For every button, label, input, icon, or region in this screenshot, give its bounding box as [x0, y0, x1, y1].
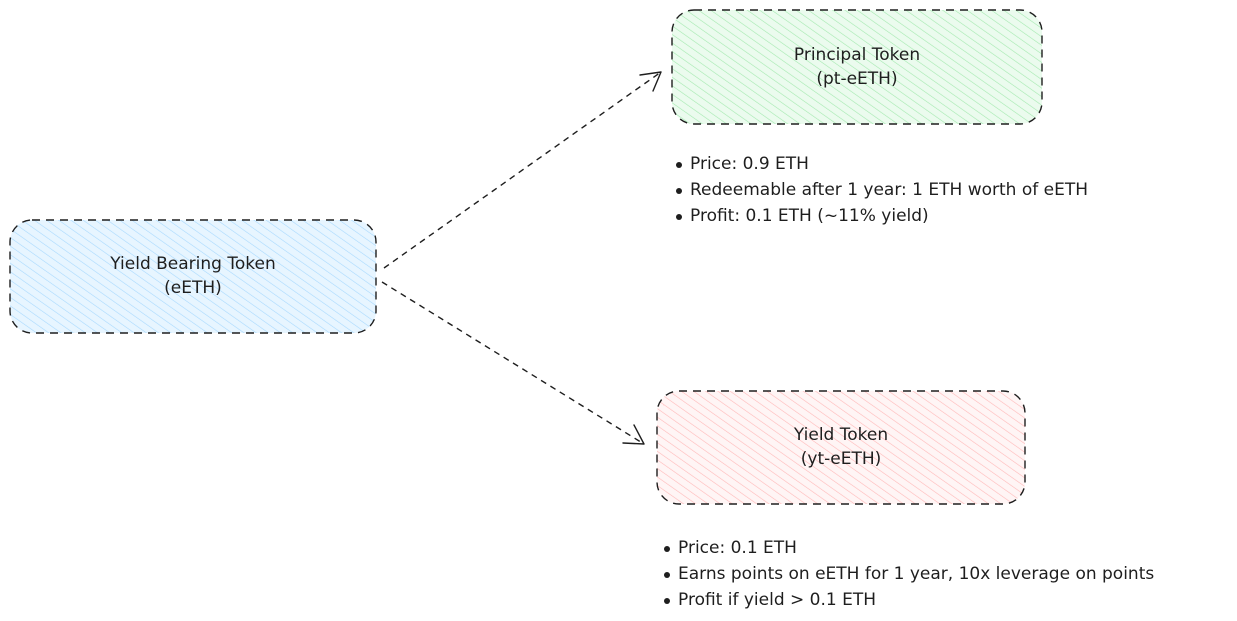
- node-yield-bearing-token-label: Yield Bearing Token (eETH): [10, 252, 376, 300]
- principal-note-redeemable: Redeemable after 1 year: 1 ETH worth of …: [674, 177, 1088, 203]
- principal-note-price: Price: 0.9 ETH: [674, 151, 1088, 177]
- arrow-to-yield-token-line: [381, 281, 645, 445]
- node-yield-token-border: [656, 390, 1026, 505]
- yield-note-points: Earns points on eETH for 1 year, 10x lev…: [662, 561, 1154, 587]
- node-principal-token-title: Principal Token: [793, 45, 921, 65]
- yield-note-price: Price: 0.1 ETH: [662, 535, 1154, 561]
- arrow-to-principal-token-line: [383, 71, 662, 269]
- arrow-to-principal-token-head: [639, 71, 662, 92]
- node-yield-bearing-token[interactable]: [9, 219, 377, 334]
- node-yield-token-subtitle: (yt-eETH): [800, 449, 882, 469]
- yield-token-notes: Price: 0.1 ETH Earns points on eETH for …: [662, 535, 1154, 613]
- node-yield-token-title: Yield Token: [793, 425, 889, 445]
- node-yield-bearing-token-border: [9, 219, 377, 334]
- arrow-to-yield-token[interactable]: [381, 281, 645, 445]
- yield-note-profit: Profit if yield > 0.1 ETH: [662, 587, 1154, 613]
- node-yield-token-hatch: [657, 391, 1025, 504]
- principal-token-notes: Price: 0.9 ETH Redeemable after 1 year: …: [674, 151, 1088, 229]
- node-principal-token-border: [671, 9, 1043, 125]
- node-principal-token-label: Principal Token (pt-eETH): [672, 43, 1042, 91]
- arrow-to-principal-token[interactable]: [383, 71, 662, 269]
- node-yield-token-label: Yield Token (yt-eETH): [657, 423, 1025, 471]
- node-principal-token-hatch: [672, 10, 1042, 124]
- node-yield-token[interactable]: [656, 390, 1026, 505]
- node-principal-token-subtitle: (pt-eETH): [816, 69, 898, 89]
- node-yield-bearing-token-hatch: [10, 220, 376, 333]
- node-principal-token[interactable]: [671, 9, 1043, 125]
- node-yield-bearing-token-title: Yield Bearing Token: [110, 254, 276, 274]
- arrow-to-yield-token-head: [622, 424, 645, 445]
- node-yield-bearing-token-subtitle: (eETH): [164, 278, 222, 298]
- principal-note-profit: Profit: 0.1 ETH (~11% yield): [674, 203, 1088, 229]
